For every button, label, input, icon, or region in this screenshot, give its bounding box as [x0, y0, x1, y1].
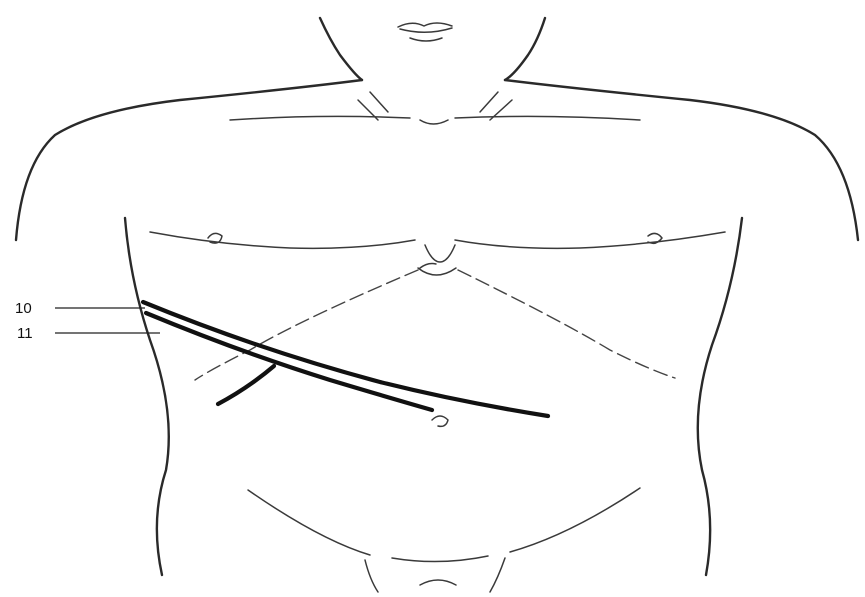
- groin: [248, 488, 640, 592]
- crossing-incision: [218, 366, 274, 404]
- neck: [320, 18, 545, 124]
- navel: [432, 416, 448, 426]
- clavicles: [230, 116, 640, 120]
- face: [398, 23, 452, 41]
- label-11: 11: [17, 325, 33, 342]
- incision-10: [143, 302, 548, 416]
- chest: [150, 232, 725, 262]
- label-10: 10: [15, 300, 32, 317]
- costal-margin: [195, 264, 675, 381]
- incision-11: [146, 313, 432, 410]
- shoulders: [16, 80, 858, 240]
